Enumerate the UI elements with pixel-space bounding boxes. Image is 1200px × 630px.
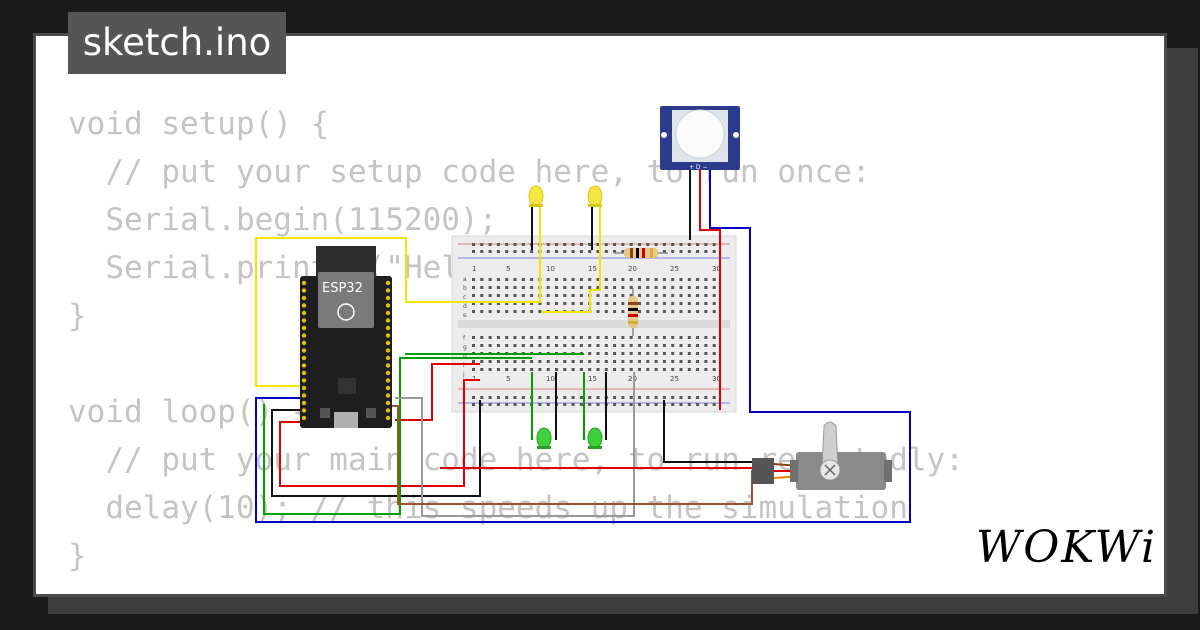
wire-black bbox=[663, 400, 752, 463]
svg-text:25: 25 bbox=[670, 265, 679, 273]
column-numbers-top: 1 5 10 15 20 25 30 bbox=[472, 265, 721, 273]
code-line: // put your setup code here, to run once… bbox=[68, 154, 871, 190]
file-tab[interactable]: sketch.ino bbox=[68, 12, 286, 74]
wire-red bbox=[279, 379, 480, 487]
svg-text:20: 20 bbox=[628, 375, 637, 383]
svg-text:g: g bbox=[463, 344, 467, 351]
svg-text:b: b bbox=[463, 285, 467, 292]
code-line: void setup() { bbox=[68, 106, 330, 142]
svg-text:10: 10 bbox=[546, 375, 555, 383]
wire-black bbox=[271, 400, 481, 497]
svg-text:15: 15 bbox=[588, 265, 597, 273]
wire-blue bbox=[255, 165, 911, 523]
svg-text:ESP32: ESP32 bbox=[322, 281, 363, 296]
svg-text:i: i bbox=[463, 362, 465, 369]
svg-text:20: 20 bbox=[628, 265, 637, 273]
wire-green bbox=[263, 357, 532, 515]
svg-text:15: 15 bbox=[588, 375, 597, 383]
svg-text:5: 5 bbox=[506, 265, 510, 273]
svg-text:5: 5 bbox=[506, 375, 510, 383]
svg-text:j: j bbox=[462, 371, 465, 378]
svg-text:30: 30 bbox=[712, 375, 721, 383]
wokwi-logo: WOKWi bbox=[976, 522, 1158, 573]
wire-brown bbox=[380, 405, 753, 505]
wire-yellow bbox=[542, 200, 601, 313]
breadboard[interactable]: 1 5 10 15 20 25 30 1 5 10 15 20 25 30 a … bbox=[451, 235, 737, 413]
esp32-pins bbox=[301, 280, 391, 421]
svg-text:a: a bbox=[463, 276, 467, 283]
led-green-2[interactable] bbox=[587, 427, 603, 449]
svg-text:1: 1 bbox=[472, 265, 476, 273]
wire-red bbox=[699, 165, 721, 410]
svg-text:e: e bbox=[463, 312, 467, 319]
code-line: } bbox=[68, 298, 87, 334]
led-green-1[interactable] bbox=[536, 427, 552, 449]
resistor-horizontal[interactable] bbox=[614, 248, 668, 258]
svg-text:h: h bbox=[463, 353, 467, 360]
svg-text:c: c bbox=[463, 294, 466, 301]
esp32-board[interactable]: ESP32 bbox=[300, 246, 392, 428]
svg-text:f: f bbox=[463, 335, 466, 342]
svg-text:10: 10 bbox=[546, 265, 555, 273]
svg-text:+ D −: + D − bbox=[689, 164, 708, 171]
led-yellow-2[interactable] bbox=[587, 185, 603, 207]
svg-text:30: 30 bbox=[712, 265, 721, 273]
svg-text:25: 25 bbox=[670, 375, 679, 383]
servo-motor[interactable] bbox=[752, 421, 892, 490]
pir-sensor[interactable]: + D − bbox=[660, 106, 740, 171]
row-letters: a b c d e f g h i j bbox=[462, 276, 467, 378]
code-line: Serial.begin(115200); bbox=[68, 202, 498, 238]
breadboard-holes bbox=[472, 243, 716, 406]
wire-red bbox=[395, 363, 480, 421]
svg-text:d: d bbox=[463, 303, 467, 310]
resistor-vertical[interactable] bbox=[628, 288, 638, 336]
led-yellow-1[interactable] bbox=[528, 185, 544, 207]
wires bbox=[255, 165, 911, 523]
wire-yellow bbox=[255, 200, 541, 387]
code-line: } bbox=[68, 538, 87, 574]
code-line: // put your main code here, to run repea… bbox=[68, 442, 964, 478]
code-line: delay(10); // this speeds up the simulat… bbox=[68, 490, 908, 526]
